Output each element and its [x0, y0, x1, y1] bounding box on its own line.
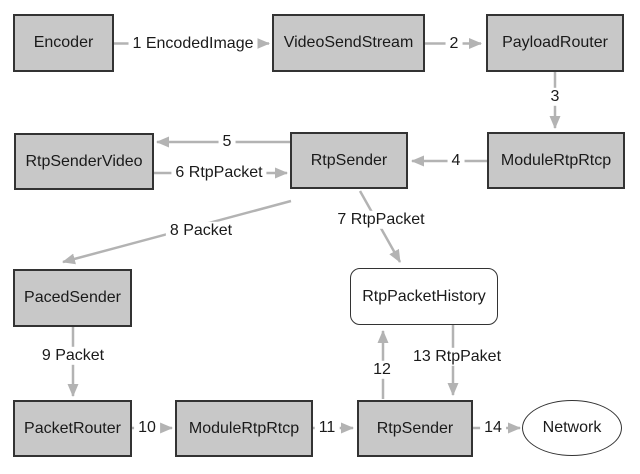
node-module-rtp-rtcp-bottom: ModuleRtpRtcp [175, 400, 313, 457]
node-video-send-stream: VideoSendStream [272, 14, 425, 72]
node-paced-sender: PacedSender [13, 269, 132, 327]
node-rtp-sender-bottom: RtpSender [357, 400, 473, 457]
edge-label-6: 6 RtpPacket [171, 163, 267, 183]
node-packet-router: PacketRouter [13, 400, 132, 457]
edge-label-13: 13 RtpPaket [408, 347, 506, 367]
edge-label-14: 14 [480, 418, 506, 438]
edge-label-1: 1 EncodedImage [128, 34, 258, 54]
node-encoder: Encoder [13, 14, 114, 72]
edge-label-4: 4 [447, 151, 465, 171]
edge-label-9: 9 Packet [37, 346, 109, 366]
node-network: Network [522, 400, 622, 456]
node-rtp-sender-video: RtpSenderVideo [14, 133, 154, 190]
node-module-rtp-rtcp-mid: ModuleRtpRtcp [487, 132, 625, 189]
node-rtp-sender-mid: RtpSender [290, 132, 408, 189]
edge-label-11: 11 [314, 418, 340, 438]
edge-label-8: 8 Packet [165, 221, 237, 241]
node-payload-router: PayloadRouter [486, 14, 624, 72]
edge-label-10: 10 [134, 418, 160, 438]
edge-label-12: 12 [369, 360, 395, 380]
node-rtp-packet-history: RtpPacketHistory [350, 268, 498, 325]
edge-label-5: 5 [218, 132, 236, 152]
edge-label-7: 7 RtpPacket [333, 210, 429, 230]
edge-label-2: 2 [445, 34, 463, 54]
edge-label-3: 3 [546, 87, 564, 107]
